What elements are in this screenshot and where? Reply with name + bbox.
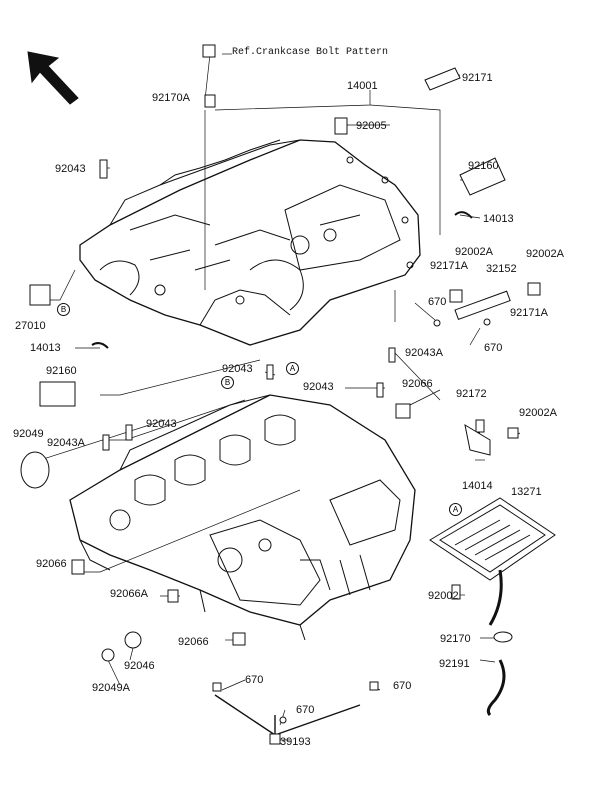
part-label-92066-left[interactable]: 92066: [36, 558, 67, 570]
part-label-92043A-right[interactable]: 92043A: [405, 347, 443, 359]
part-label-92002[interactable]: 92002: [428, 590, 459, 602]
part-label-92066-right[interactable]: 92066: [402, 378, 433, 390]
part-label-14013-top[interactable]: 14013: [483, 213, 514, 225]
ref-crankcase-bolt-pattern-note: Ref.Crankcase Bolt Pattern: [232, 47, 389, 58]
oil-screen-13271: [429, 497, 556, 581]
upper-crankcase: [79, 139, 421, 346]
part-label-92160-top[interactable]: 92160: [468, 160, 499, 172]
part-label-14001[interactable]: 14001: [347, 80, 378, 92]
part-label-92066-bottom[interactable]: 92066: [178, 636, 209, 648]
part-label-92043-mid[interactable]: 92043: [222, 363, 253, 375]
part-label-92170[interactable]: 92170: [440, 633, 471, 645]
callout-b-left: B: [57, 303, 70, 316]
part-label-670-c[interactable]: 670: [245, 674, 264, 686]
callout-a-screen: A: [449, 503, 462, 516]
part-label-92171[interactable]: 92171: [462, 72, 493, 84]
part-label-670-b[interactable]: 670: [484, 342, 503, 354]
part-label-27010[interactable]: 27010: [15, 320, 46, 332]
part-label-670-a[interactable]: 670: [428, 296, 447, 308]
part-label-92043-mid2[interactable]: 92043: [303, 381, 334, 393]
part-label-92002A-1[interactable]: 92002A: [455, 246, 493, 258]
pipe-39193: [214, 694, 361, 736]
part-label-13271[interactable]: 13271: [511, 486, 542, 498]
part-label-92049[interactable]: 92049: [13, 428, 44, 440]
part-label-92046[interactable]: 92046: [124, 660, 155, 672]
part-label-14013-left[interactable]: 14013: [30, 342, 61, 354]
part-label-92066A[interactable]: 92066A: [110, 588, 148, 600]
part-label-92171A-2[interactable]: 92171A: [510, 307, 548, 319]
lower-crankcase: [69, 394, 416, 641]
part-label-14014[interactable]: 14014: [462, 480, 493, 492]
callout-a-upper: A: [286, 362, 299, 375]
part-label-39193[interactable]: 39193: [280, 736, 311, 748]
part-label-92191[interactable]: 92191: [439, 658, 470, 670]
part-label-92002A-3[interactable]: 92002A: [519, 407, 557, 419]
part-label-92043A-left[interactable]: 92043A: [47, 437, 85, 449]
part-label-92171A-1[interactable]: 92171A: [430, 260, 468, 272]
direction-arrow-icon: [27, 51, 79, 105]
part-label-670-e[interactable]: 670: [296, 704, 315, 716]
part-label-92002A-2[interactable]: 92002A: [526, 248, 564, 260]
part-label-92160-left[interactable]: 92160: [46, 365, 77, 377]
part-label-92043-top[interactable]: 92043: [55, 163, 86, 175]
part-label-670-d[interactable]: 670: [393, 680, 412, 692]
part-label-92005[interactable]: 92005: [356, 120, 387, 132]
oil-pipe-92191: [486, 569, 506, 717]
part-label-92170A[interactable]: 92170A: [152, 92, 190, 104]
callout-b-lower: B: [221, 376, 234, 389]
part-label-92049A[interactable]: 92049A: [92, 682, 130, 694]
part-label-92043-left[interactable]: 92043: [146, 418, 177, 430]
part-label-32152[interactable]: 32152: [486, 263, 517, 275]
part-label-92172[interactable]: 92172: [456, 388, 487, 400]
